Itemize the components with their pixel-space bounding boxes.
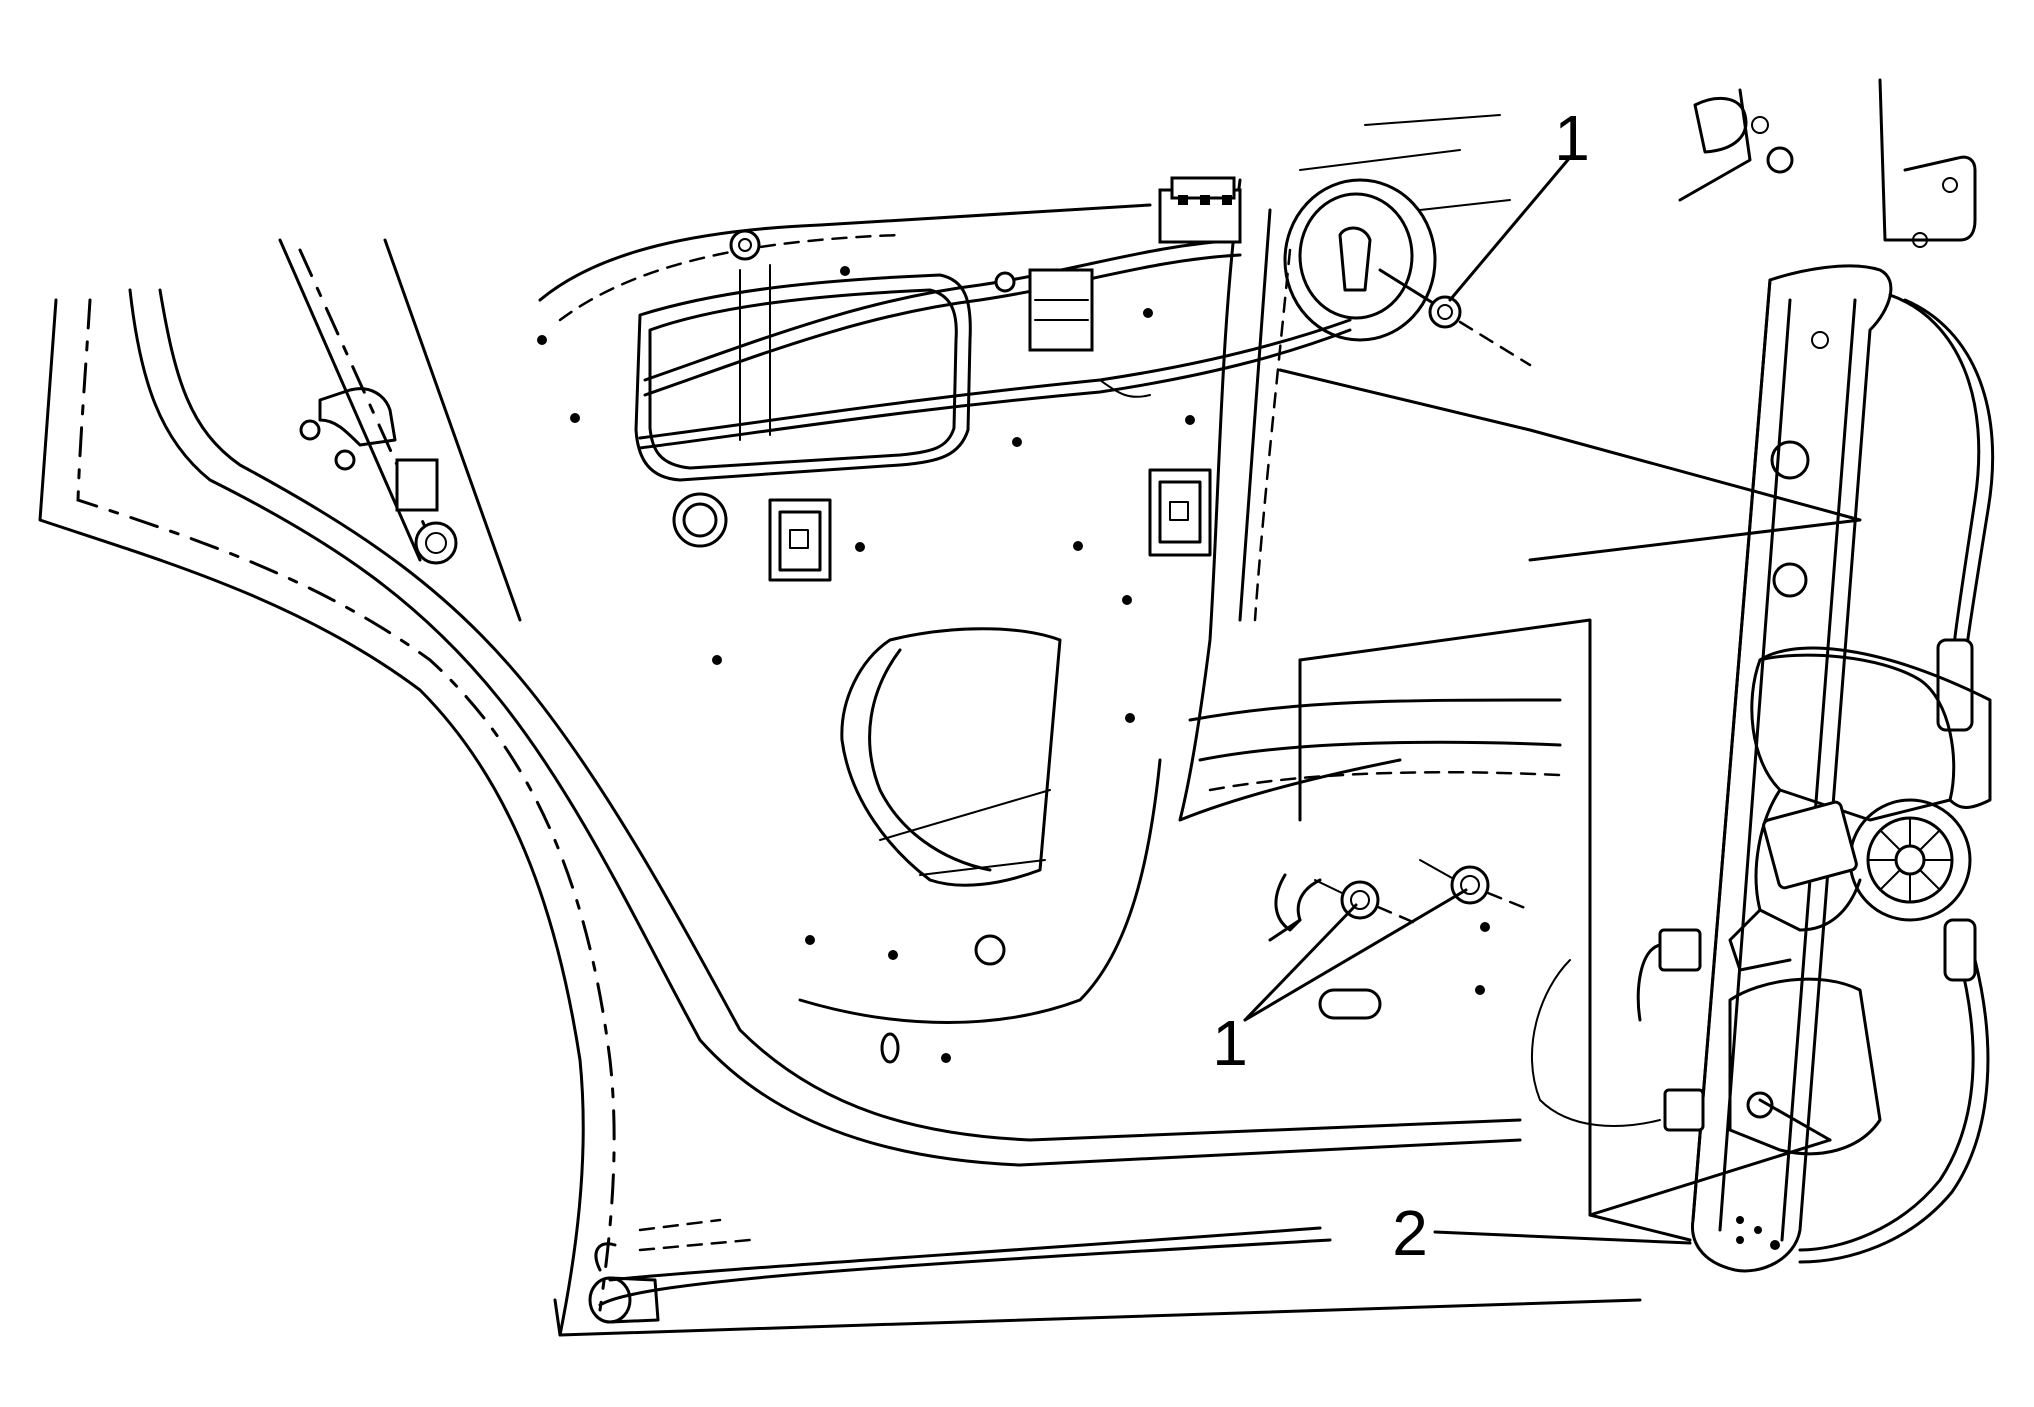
inner-door-panel [538, 114, 1562, 1024]
callout-labels: 1 1 2 [1212, 102, 1590, 1269]
regulator-bolts [1268, 268, 1532, 1020]
panel-square-tabs [299, 387, 1212, 582]
upper-speaker-recess [634, 264, 972, 482]
lower-cutout [840, 627, 1062, 887]
latch-connector [994, 176, 1242, 352]
bolt-middle-right [1419, 859, 1532, 912]
callout-leaders [1243, 153, 1862, 1245]
door-outer-frame [38, 238, 1642, 1337]
callout-label-bottom: 2 [1392, 1197, 1428, 1269]
bottom-pivot [588, 1242, 660, 1324]
callout-label-middle: 1 [1212, 1007, 1248, 1079]
callout-label-top: 1 [1554, 102, 1590, 174]
bolt-middle-left [1314, 879, 1422, 927]
bolt-upper [1378, 268, 1532, 367]
grommet-ring [1283, 178, 1437, 342]
hinge-bracket [1678, 78, 1977, 248]
door-lock-rods [638, 238, 1352, 450]
window-regulator-assembly [1531, 264, 1995, 1273]
panel-holes [414, 229, 1490, 1064]
